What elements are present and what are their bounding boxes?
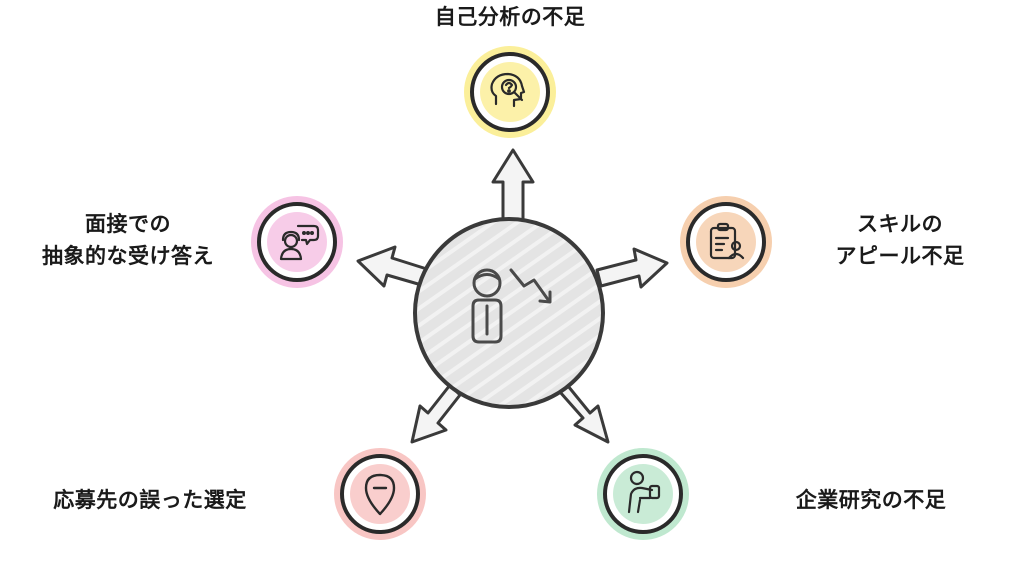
label-company-research: 企業研究の不足 [766, 484, 976, 516]
node-company-research [597, 448, 689, 540]
person-researching-icon [627, 470, 661, 514]
arrow-down-left [410, 383, 462, 444]
arrow-down-right [558, 384, 610, 444]
node-self-analysis [464, 46, 556, 138]
label-self-analysis: 自己分析の不足 [410, 1, 610, 33]
node-wrong-choice [334, 448, 426, 540]
label-line: 面接での [85, 212, 171, 236]
hub-circle [413, 217, 605, 409]
head-question-magnifier-icon [490, 72, 526, 108]
label-line: スキルの [857, 212, 943, 236]
label-wrong-choice: 応募先の誤った選定 [30, 484, 270, 516]
label-line: アピール不足 [835, 244, 965, 268]
person-with-downward-trend-icon [471, 268, 552, 344]
arrow-up [491, 148, 535, 224]
node-skill-appeal [680, 196, 772, 288]
label-line: 応募先の誤った選定 [53, 488, 247, 512]
label-interview-answers: 面接での 抽象的な受け答え [18, 208, 238, 272]
label-line: 自己分析の不足 [434, 5, 586, 29]
person-speech-bubble-icon [279, 224, 320, 261]
clipboard-profile-icon [709, 222, 745, 260]
label-line: 抽象的な受け答え [42, 244, 214, 268]
label-skill-appeal: スキルの アピール不足 [812, 208, 988, 272]
location-pin-minus-icon [364, 473, 396, 516]
label-line: 企業研究の不足 [795, 488, 947, 512]
arrow-right [595, 247, 669, 289]
